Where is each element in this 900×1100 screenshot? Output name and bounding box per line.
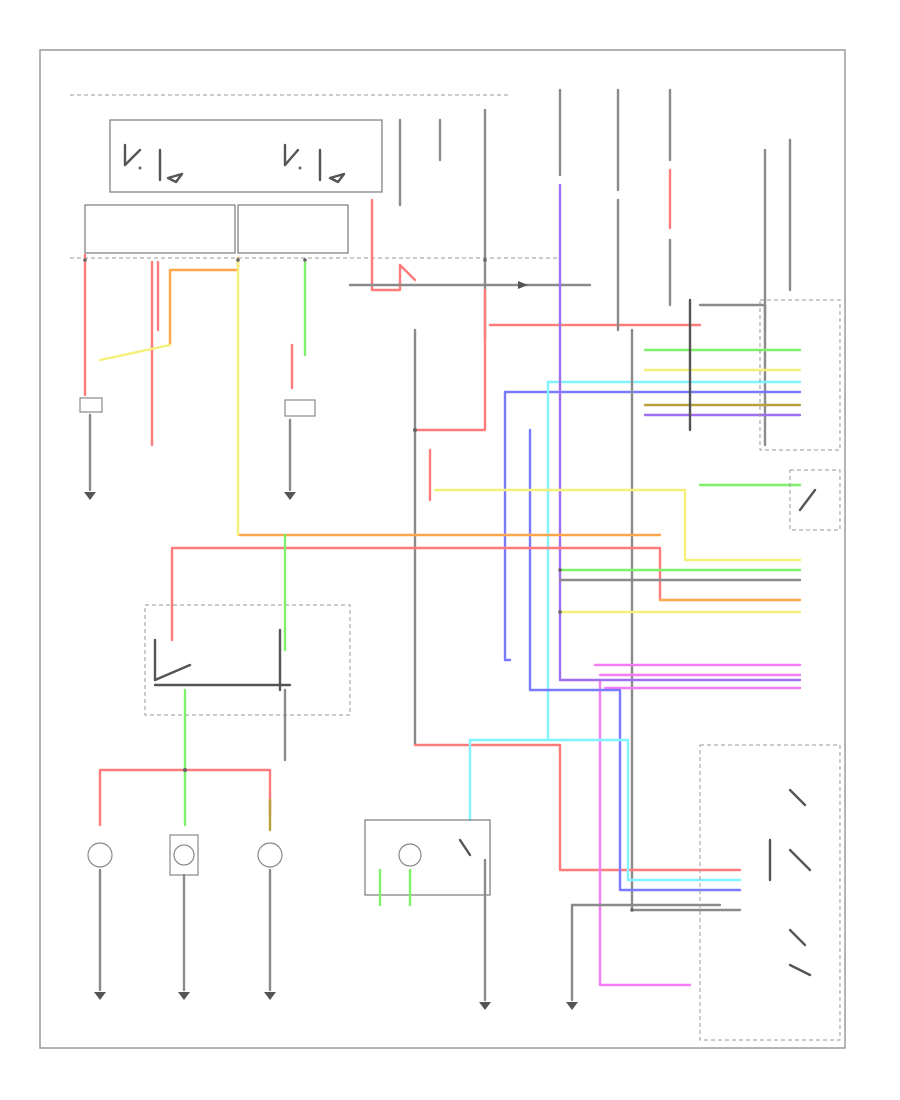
passing-circuit [364,738,642,1010]
main-red-bus [170,483,802,642]
lighting-switch-area [503,658,841,1041]
left-headlight-circuit [79,253,316,537]
right-vertical-wires [503,168,672,912]
right-junction-box [759,299,841,451]
fuse-box-left [84,204,236,254]
relay-box-top [109,119,383,193]
center-circuit [348,198,592,747]
right-relay-switch [283,143,346,184]
connector-nodes [83,258,634,912]
fuse-box-right [237,204,349,254]
headlamp-circuit [87,768,283,1000]
diagram-frame [39,49,846,1049]
dimmer-relay-box [144,604,351,716]
right-switch-box [789,469,841,531]
right-connector-bus [488,298,802,432]
dimmer-relay-switch [153,628,292,692]
right-switch-contact [798,488,817,512]
left-relay-switch [123,143,184,184]
